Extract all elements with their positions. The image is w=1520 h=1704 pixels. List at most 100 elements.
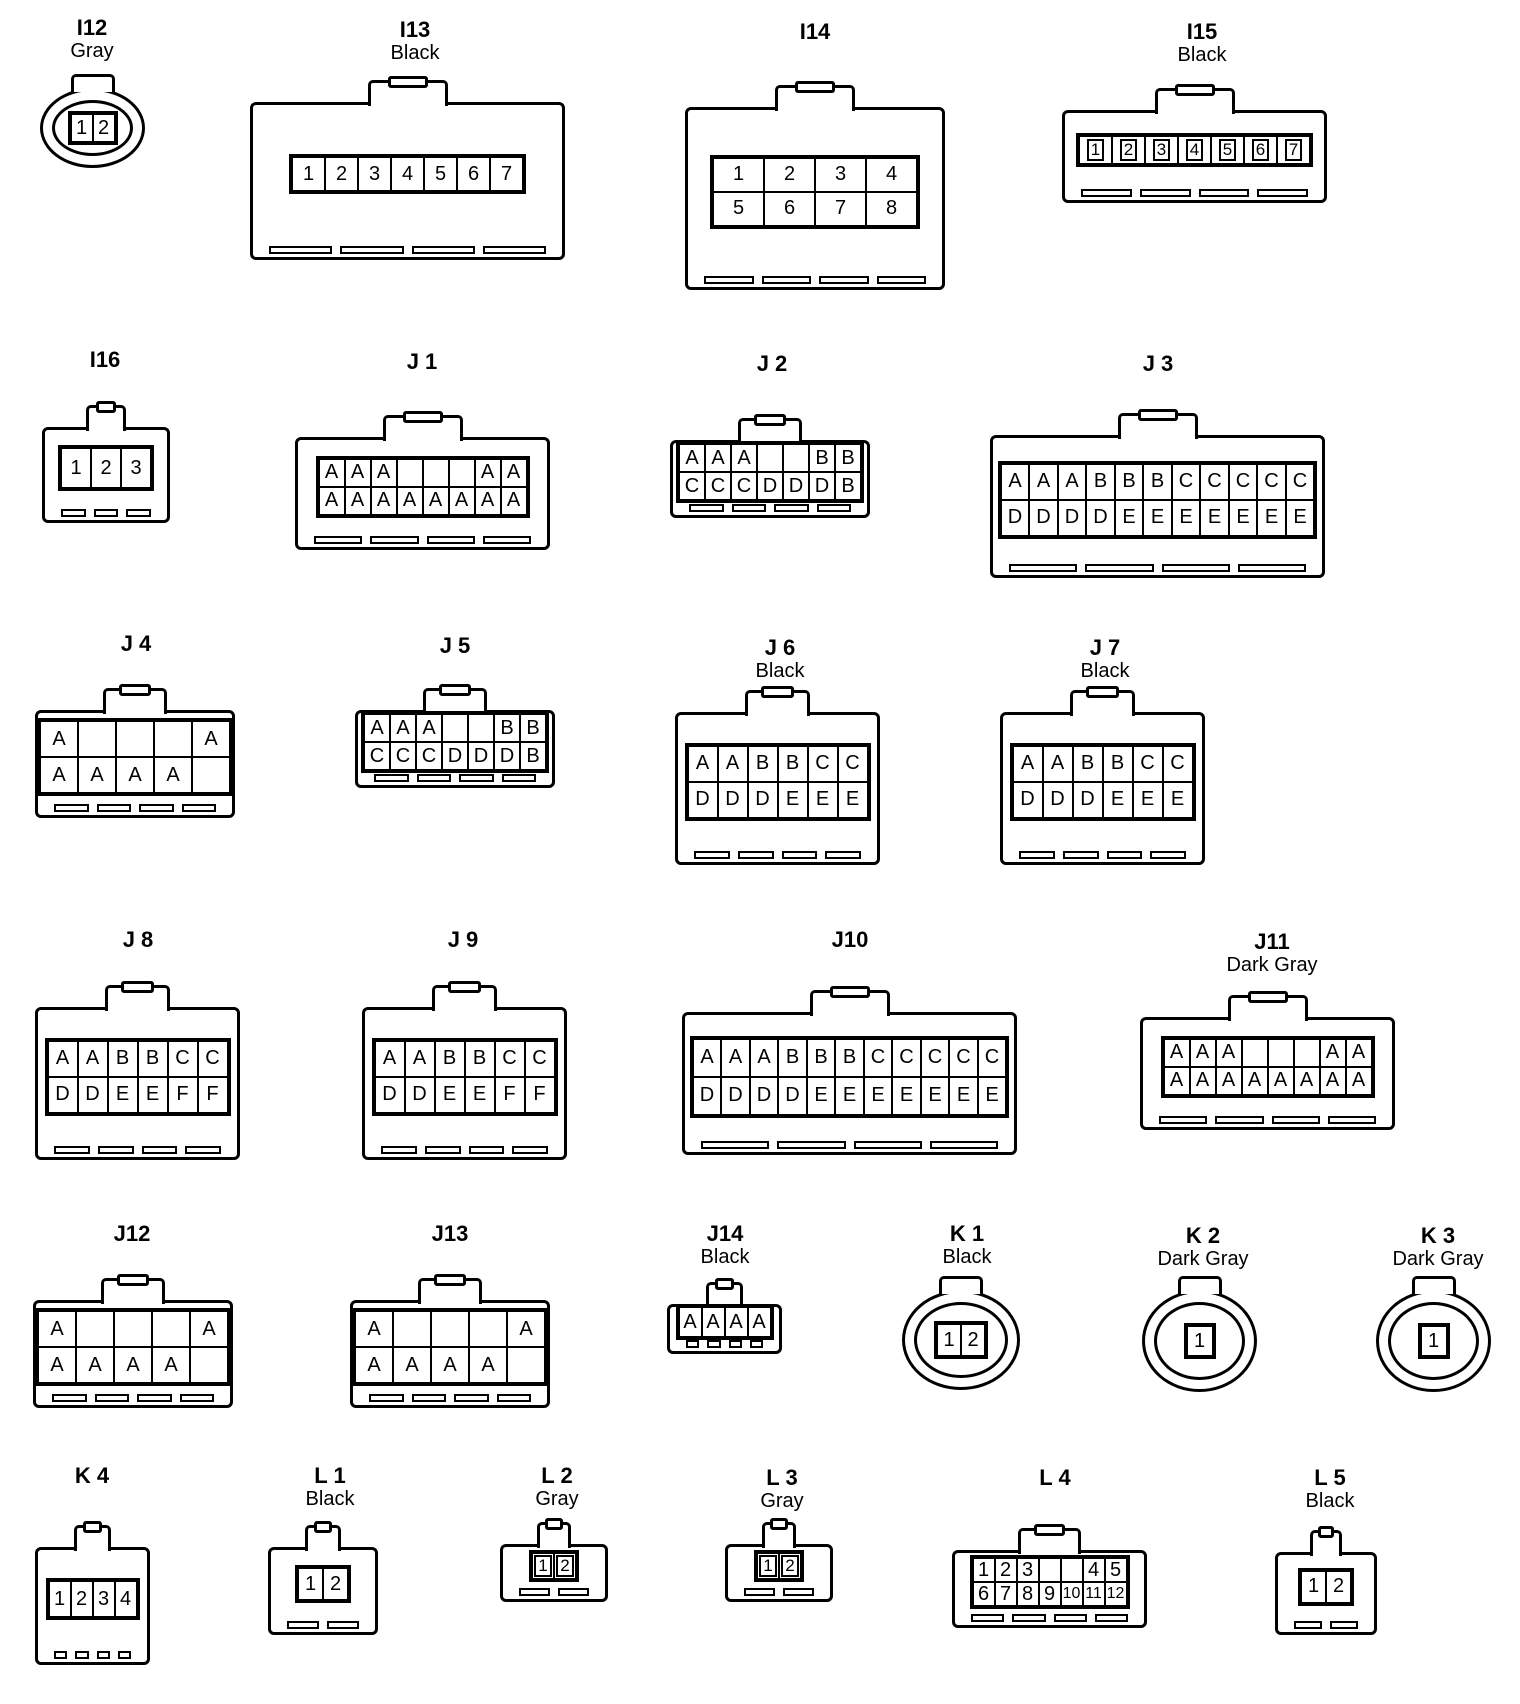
connector-foot xyxy=(370,536,419,544)
pin-cavity: A xyxy=(747,1307,771,1337)
pin-cavity: 1 xyxy=(61,448,91,488)
connector-color: Black xyxy=(942,1246,992,1268)
pin-cavity: A xyxy=(1163,1038,1190,1067)
pin-cavity: 12 xyxy=(1104,1582,1127,1606)
connector-label: J 8 xyxy=(68,928,208,952)
connector-foot xyxy=(558,1588,589,1596)
pin-cavity: E xyxy=(1102,781,1133,818)
pin-cavity: D xyxy=(1012,781,1043,818)
pin-cavity: D xyxy=(494,742,520,770)
connector-foot xyxy=(761,276,811,284)
pin-cavity: A xyxy=(192,721,230,757)
pin-cavity: 3 xyxy=(121,448,151,488)
connector-inner-ring xyxy=(52,100,133,156)
pin-cavity: B xyxy=(777,745,808,782)
connector-foot xyxy=(1330,1621,1358,1629)
pin-cavity: A xyxy=(749,1038,779,1077)
connector-foot xyxy=(54,804,89,812)
pin-cavity: D xyxy=(783,472,809,500)
connector-label: J 1 xyxy=(352,350,492,374)
connector-lock-tab xyxy=(1086,686,1119,698)
connector-label: K 4 xyxy=(22,1464,162,1488)
connector-foot xyxy=(1150,851,1186,859)
pin-cavity: D xyxy=(757,472,783,500)
pin-cavity: A xyxy=(422,486,449,515)
connector-foot xyxy=(1198,189,1250,197)
pin-cavity: A xyxy=(355,1347,393,1383)
connector-color: Black xyxy=(1080,660,1130,682)
pin-cavity: A xyxy=(724,1307,748,1337)
connector-foot xyxy=(876,276,926,284)
pin-cavity: C xyxy=(1285,463,1315,500)
connector-code: L 2 xyxy=(541,1463,573,1488)
pin-cavity: 2 xyxy=(961,1324,985,1356)
connector-lock-tab xyxy=(829,986,870,998)
connector-foot xyxy=(482,246,546,254)
pin-cavity: 6 xyxy=(1244,135,1277,164)
connector-foot xyxy=(424,1146,461,1154)
connector-foot xyxy=(54,1146,90,1154)
connector-foot xyxy=(374,774,409,782)
pin-cavity: A xyxy=(474,458,501,487)
connector-foot xyxy=(1094,1614,1128,1622)
pin-cavity: 7 xyxy=(815,191,866,226)
connector-foot xyxy=(1139,189,1191,197)
pin-cavity: A xyxy=(717,745,748,782)
pin-cavity: 2 xyxy=(70,1581,93,1617)
pin-cavity: 1 xyxy=(298,1568,323,1600)
connector-code: K 4 xyxy=(74,1463,110,1488)
connector-code: I12 xyxy=(76,15,108,40)
pin-cavity: B xyxy=(137,1040,168,1077)
pin-cavity: A xyxy=(678,1307,702,1337)
pin-cavity: A xyxy=(396,486,423,515)
connector-code: L 5 xyxy=(1314,1465,1346,1490)
pin-cavity: E xyxy=(777,781,808,818)
pin-cavity: 4 xyxy=(114,1581,137,1617)
connector-latch xyxy=(1411,1276,1456,1294)
pin-cavity: C xyxy=(524,1040,555,1077)
connector-color: Gray xyxy=(535,1488,579,1510)
pin-cavity: E xyxy=(107,1076,138,1113)
pin-cavity: B xyxy=(520,714,546,742)
pin-cavity: A xyxy=(701,1307,725,1337)
connector-foot xyxy=(426,536,475,544)
connector-foot xyxy=(269,246,333,254)
pin-cavity: 4 xyxy=(1178,135,1211,164)
pin-cavity: A xyxy=(431,1347,469,1383)
pin-cavity: A xyxy=(393,1347,431,1383)
connector-foot xyxy=(737,851,774,859)
pin-cavity: A xyxy=(76,1347,114,1383)
connector-lock-tab xyxy=(439,684,471,696)
connector-color: Black xyxy=(755,660,805,682)
pin-cavity: A xyxy=(692,1038,722,1077)
connector-code: J 4 xyxy=(120,631,152,656)
pin-cavity xyxy=(1060,1558,1083,1582)
pin-cavity: C xyxy=(1228,463,1258,500)
pin-cavity: A xyxy=(448,486,475,515)
pin-cavity: 2 xyxy=(554,1553,576,1579)
pin-cavity xyxy=(757,444,783,472)
pin-cavity: D xyxy=(404,1076,435,1113)
connector-foot xyxy=(1062,851,1099,859)
pin-cavity: E xyxy=(892,1076,921,1115)
pin-cavity: A xyxy=(507,1311,545,1347)
pin-cavity: D xyxy=(778,1076,807,1115)
pin-cavity: A xyxy=(500,486,527,515)
connector-code: I14 xyxy=(799,19,831,44)
pin-cavity: B xyxy=(806,1038,836,1077)
connector-code: J 6 xyxy=(764,635,796,660)
connector-lock-tab xyxy=(1247,991,1288,1003)
pin-cavity: 4 xyxy=(866,157,917,192)
pin-cavity: C xyxy=(949,1038,978,1077)
